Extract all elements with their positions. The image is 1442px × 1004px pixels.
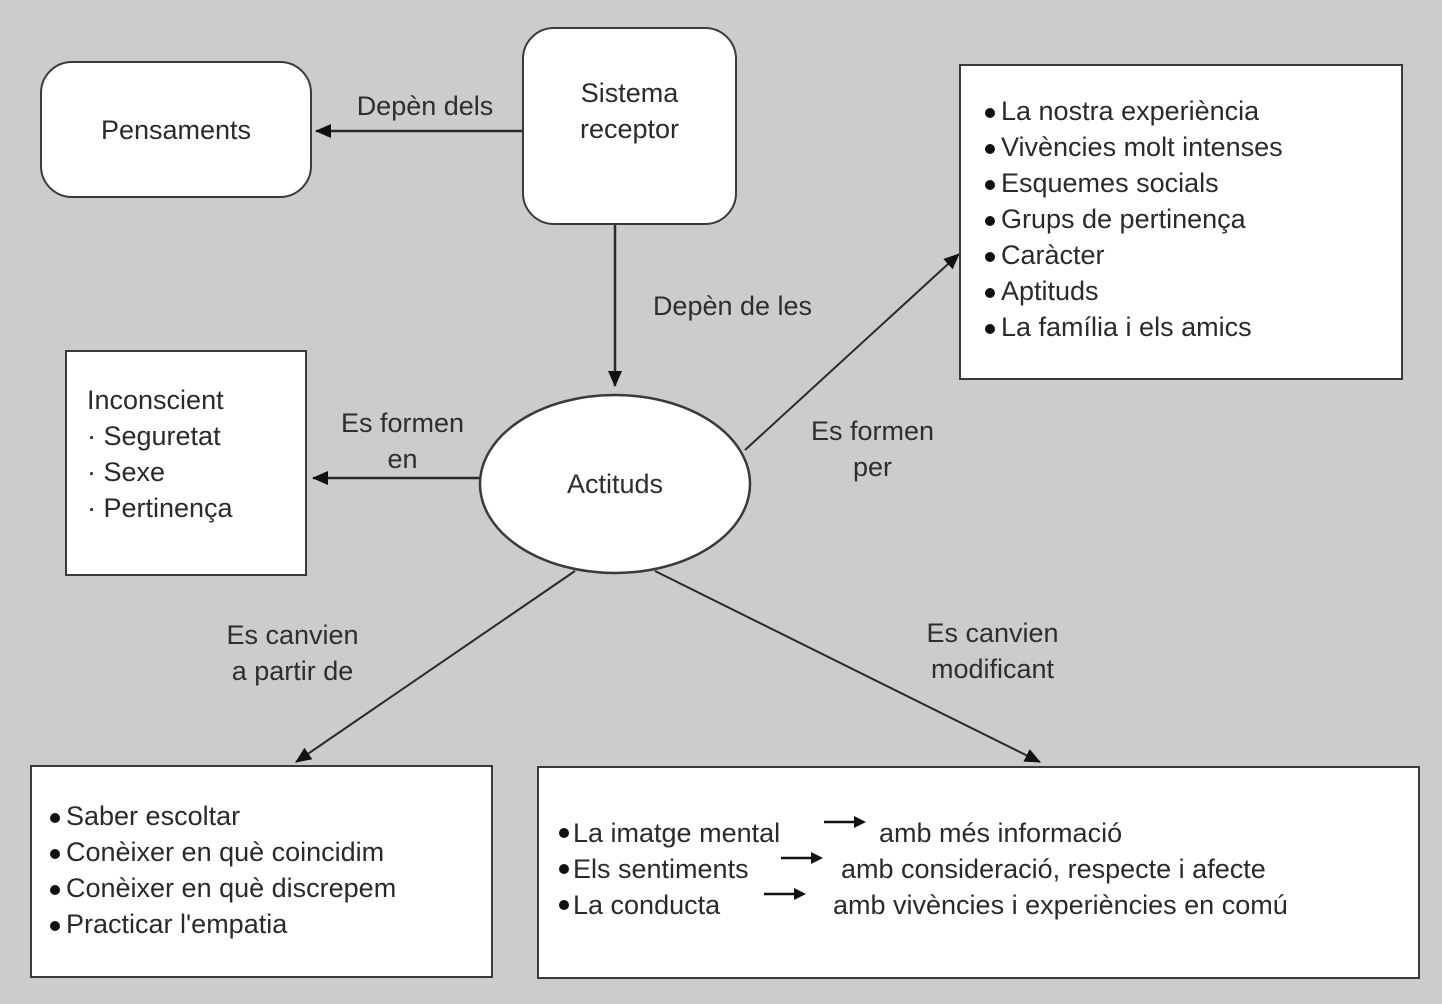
list-item: Saber escoltar xyxy=(46,798,491,834)
list-item: La família i els amics xyxy=(981,309,1401,345)
node-sistema-label-1: Sistema xyxy=(580,78,679,108)
node-actituds-label: Actituds xyxy=(566,469,664,499)
list-item: Conèixer en què coincidim xyxy=(46,834,491,870)
arrow-right-icon xyxy=(764,888,806,900)
list-item: Caràcter xyxy=(981,237,1401,273)
inconscient-item: · Pertinença xyxy=(87,493,233,523)
modificant-right-wrap: amb consideració, respecte i afecte xyxy=(841,851,1266,887)
node-sistema-receptor: Sistema receptor xyxy=(522,27,737,225)
inconscient-title: Inconscient xyxy=(87,385,224,415)
modificant-right-wrap: amb vivències i experiències en comú xyxy=(833,887,1288,923)
arrow-actituds-to-formen-per xyxy=(744,253,960,451)
list-item: Aptituds xyxy=(981,273,1401,309)
bullet-icon xyxy=(559,900,569,910)
modificant-left: Els sentiments xyxy=(573,854,749,884)
modificant-right-wrap: amb més informació xyxy=(879,815,1122,851)
modificant-arrow-row xyxy=(764,887,808,901)
bullet-icon xyxy=(559,828,569,838)
modificant-row: La imatge mental xyxy=(559,815,780,851)
edge-label-es-formen-per: Es formen per xyxy=(790,413,955,485)
bullet-icon xyxy=(559,864,569,874)
edge-label-line: a partir de xyxy=(231,656,354,686)
edge-label-line: Es canvien xyxy=(926,618,1059,648)
edge-label-line: per xyxy=(852,452,893,482)
edge-label-line: modificant xyxy=(930,654,1055,684)
list-item: Vivències molt intenses xyxy=(981,129,1401,165)
modificant-arrow-row xyxy=(781,851,825,865)
edge-label-line: Es formen xyxy=(340,408,465,438)
modificant-left: La conducta xyxy=(573,890,721,920)
edge-label-es-canvien-a-partir-de: Es canvien a partir de xyxy=(205,617,380,689)
edge-label-es-formen-en: Es formen en xyxy=(320,405,485,477)
list-item: Practicar l'empatia xyxy=(46,906,491,942)
arrow-right-icon xyxy=(824,816,866,828)
edge-label-line: Es formen xyxy=(810,416,935,446)
modificant-right: amb consideració, respecte i afecte xyxy=(841,854,1266,884)
edge-label-line: Es canvien xyxy=(226,620,359,650)
modificant-right: amb vivències i experiències en comú xyxy=(833,890,1288,920)
node-canvien-a-partir-list: Saber escoltar Conèixer en què coincidim… xyxy=(30,765,493,978)
modificant-right: amb més informació xyxy=(879,818,1123,848)
list-item: Esquemes socials xyxy=(981,165,1401,201)
node-inconscient: Inconscient · Seguretat · Sexe · Pertine… xyxy=(65,350,307,576)
node-pensaments-label: Pensaments xyxy=(100,114,252,145)
node-formen-per-list: La nostra experiència Vivències molt int… xyxy=(959,64,1403,380)
modificant-arrow-row xyxy=(824,815,868,829)
node-pensaments: Pensaments xyxy=(40,61,312,198)
arrow-actituds-to-canvien-modificant xyxy=(654,570,1041,763)
edge-label-es-canvien-modificant: Es canvien modificant xyxy=(905,615,1080,687)
arrow-right-icon xyxy=(781,852,823,864)
modificant-left: La imatge mental xyxy=(573,818,781,848)
list-item: Conèixer en què discrepem xyxy=(46,870,491,906)
arrow-actituds-to-canvien-a-partir xyxy=(295,570,576,763)
list-item: La nostra experiència xyxy=(981,93,1401,129)
edge-label-line: en xyxy=(387,444,418,474)
edge-label-depen-dels: Depèn dels xyxy=(356,91,494,121)
node-actituds-shape xyxy=(478,393,752,575)
inconscient-item: · Seguretat xyxy=(87,421,221,451)
list-item: Grups de pertinença xyxy=(981,201,1401,237)
inconscient-item: · Sexe xyxy=(87,457,166,487)
modificant-row: Els sentiments xyxy=(559,851,749,887)
node-canvien-modificant-list: La imatge mental amb més informació Els … xyxy=(537,766,1420,979)
modificant-row: La conducta xyxy=(559,887,720,923)
node-sistema-label-2: receptor xyxy=(579,114,680,144)
edge-label-depen-de-les: Depèn de les xyxy=(652,291,813,321)
